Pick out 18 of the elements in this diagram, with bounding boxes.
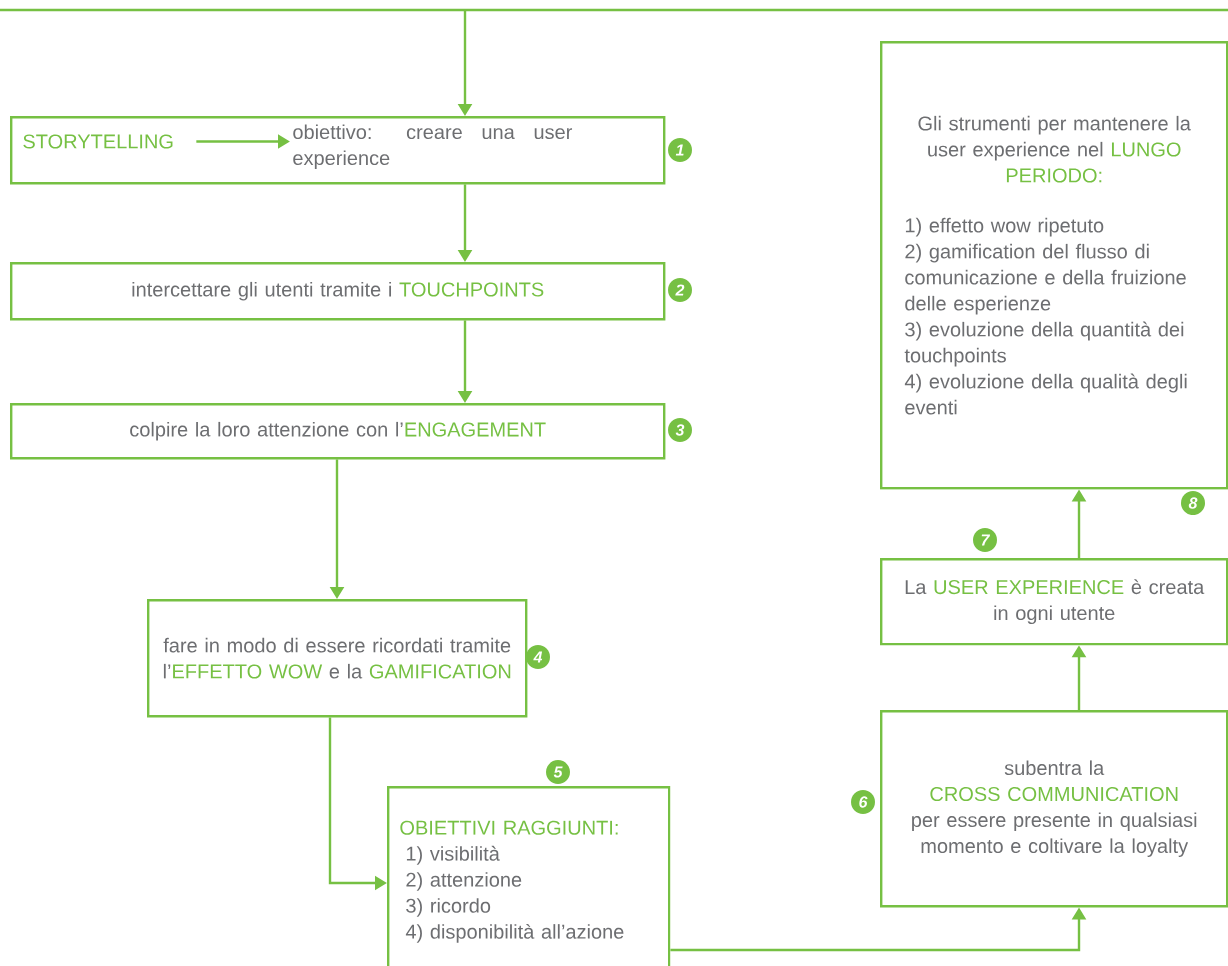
number-badge: 4 [526, 645, 550, 669]
number-badge: 3 [668, 418, 692, 442]
process-box: Gli strumenti per mantenere la user experience nel LUNGO PERIODO: 1) effetto wow ripetuto 2) gamification del flusso di comunicazione e della fruizione delle esperienze 3) evoluzione della quantità dei touchpoints 4) evoluzione della qualità degli eventi [880, 41, 1228, 490]
number-badge: 1 [668, 138, 692, 162]
process-box: colpire la loro attenzione con l’ENGAGEMENT [10, 403, 666, 460]
process-box: fare in modo di essere ricordati tramite l’EFFETTO WOW e la GAMIFICATION [147, 599, 528, 718]
number-badge: 8 [1181, 491, 1205, 515]
process-box: subentra la CROSS COMMUNICATION per essere presente in qualsiasi momento e coltivare la loyalty [880, 710, 1228, 908]
number-badge: 5 [546, 760, 570, 784]
number-badge: 6 [851, 790, 875, 814]
body-text: obiettivo: creare una user experience [293, 124, 573, 170]
number-badge: 2 [668, 278, 692, 302]
process-box: intercettare gli utenti tramite i TOUCHPOINTS [10, 262, 666, 321]
process-box: OBIETTIVI RAGGIUNTI: 1) visibilità 2) attenzione 3) ricordo 4) disponibilità all’azione [387, 786, 671, 966]
process-box [10, 116, 666, 185]
process-box: La USER EXPERIENCE è creata in ogni utente [880, 558, 1228, 646]
number-badge: 7 [973, 528, 997, 552]
heading-text: STORYTELLING [23, 134, 173, 149]
